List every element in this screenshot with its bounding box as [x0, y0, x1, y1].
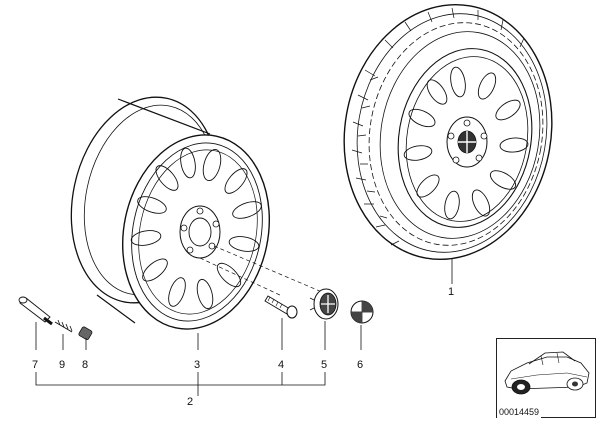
- light-alloy-rim[interactable]: [53, 83, 287, 343]
- valve-insert[interactable]: [54, 319, 73, 333]
- callout-1: 1: [448, 286, 454, 298]
- vehicle-thumbnail: [496, 338, 596, 418]
- callout-3: 3: [194, 359, 200, 371]
- valve-cap[interactable]: [78, 326, 93, 340]
- callout-2: 2: [187, 396, 193, 408]
- valve-stem[interactable]: [18, 296, 53, 326]
- callout-6: 6: [357, 359, 363, 371]
- callout-8: 8: [82, 359, 88, 371]
- complete-wheel-with-tire[interactable]: [324, 0, 571, 276]
- wheel-bolt[interactable]: [264, 295, 298, 319]
- callout-9: 9: [59, 359, 65, 371]
- callout-4: 4: [278, 359, 284, 371]
- diagram-reference-id: 00014459: [497, 407, 542, 418]
- emblem-badge[interactable]: [350, 300, 374, 324]
- callout-5: 5: [321, 359, 327, 371]
- hub-cap[interactable]: [309, 288, 339, 320]
- car-silhouette-icon: [504, 351, 590, 395]
- callout-7: 7: [32, 359, 38, 371]
- leader-lines: [35, 258, 453, 396]
